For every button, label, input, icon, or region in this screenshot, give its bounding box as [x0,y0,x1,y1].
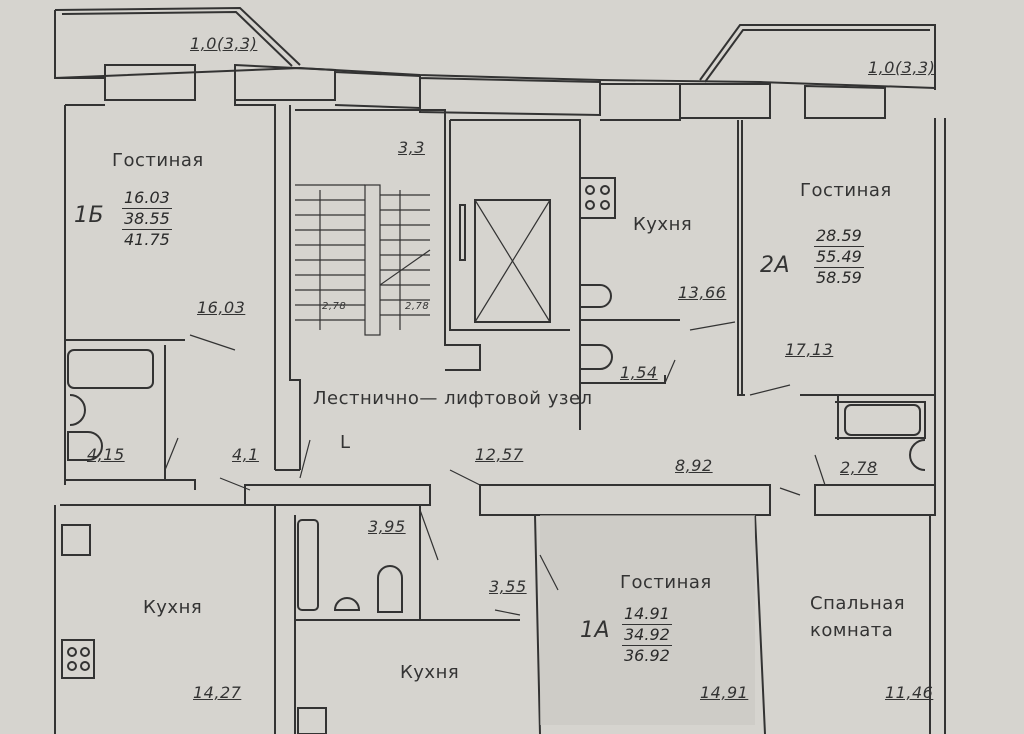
room-area-kitchen-2a: 13,66 [678,283,727,302]
apartment-areas-1b: 16.03 38.55 41.75 [122,188,172,250]
area-living: 14.91 [622,604,672,625]
balcony-area-right: 1,0(3,3) [868,58,936,77]
room-label-kitchen-1b: Кухня [143,597,203,618]
apartment-label-1b: 1Б [74,203,105,228]
room-area-bath-2a: 2,78 [840,458,878,477]
room-area-bath-1b: 4,15 [87,445,125,464]
stair-lift-node-mark: L [340,432,351,453]
area-total: 36.92 [624,646,670,665]
landing-area: 3,3 [398,138,425,157]
apartment-label-2a: 2А [760,253,791,278]
room-label-living-1b: Гостиная [112,150,204,171]
step-height-1: 2,78 [322,301,347,312]
area-total: 41.75 [124,230,170,249]
room-area-hall-1b: 4,1 [232,445,259,464]
area-living: 28.59 [814,226,864,247]
room-label-kitchen-2a: Кухня [633,214,693,235]
room-label-living-2a: Гостиная [800,180,892,201]
balcony-area-left: 1,0(3,3) [190,34,258,53]
apartment-areas-2a: 28.59 55.49 58.59 [814,226,864,288]
area-usable: 34.92 [622,625,672,646]
room-area-living-2a: 17,13 [785,340,834,359]
room-area-kitchen-1b: 14,27 [193,683,242,702]
area-usable: 55.49 [814,247,864,268]
room-area-bedroom-2a: 11,46 [885,683,934,702]
room-area-hall-1a: 12,57 [475,445,524,464]
apartment-areas-1a: 14.91 34.92 36.92 [622,604,672,666]
area-living: 16.03 [122,188,172,209]
room-label-kitchen-1a: Кухня [400,662,460,683]
area-total: 58.59 [816,268,862,287]
room-area-wc-2a: 1,54 [620,363,658,382]
room-label-living-1a: Гостиная [620,572,712,593]
room-label-bedroom-2a-line2: комната [810,620,894,641]
room-label-bedroom-2a-line1: Спальная [810,593,906,614]
room-area-living-1b: 16,03 [197,298,246,317]
room-area-living-1a: 14,91 [700,683,749,702]
area-usable: 38.55 [122,209,172,230]
room-area-wc-1a: 3,55 [489,577,527,596]
apartment-label-1a: 1А [580,618,611,643]
stair-lift-node-label: Лестнично— лифтовой узел [313,388,593,409]
room-area-hall-2a: 8,92 [675,456,713,475]
step-height-2: 2,78 [405,301,430,312]
room-area-bath-1a: 3,95 [368,517,406,536]
